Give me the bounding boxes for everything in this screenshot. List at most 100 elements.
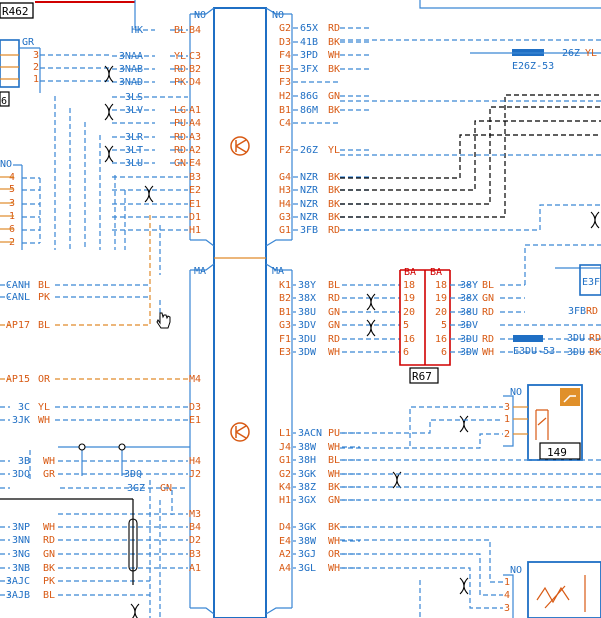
right-dv-sig: 3DU [567,347,585,358]
tr-wire-signal: 3FX [300,64,318,75]
br-wire-color: PU [328,428,340,439]
c149-pin-1: 1 [504,414,510,425]
tr-wire-signal: 26Z [300,145,318,156]
bl-wire-color: PK [43,576,55,587]
bl-wire-color: BL [43,590,55,601]
br-wire-signal: 38U [298,307,316,318]
br-wire-color: BL [328,455,340,466]
br-pin: K4 [279,482,291,493]
br-wire-color: BK [328,482,340,493]
tl-pin: B3 [189,172,201,183]
br-wire-color: GN [328,307,340,318]
left-mid-signal: 3C [18,402,30,413]
right-top-wire-col: YL [585,48,597,59]
tr-pin: F2 [279,145,291,156]
right-mid-signal: 38Y [460,280,478,291]
left-mid-signal: CANL [6,292,30,303]
gr-header: GR [22,37,35,48]
tr-pin: H3 [279,185,291,196]
tr-wire-signal: 41B [300,37,318,48]
tr-pin: D3 [279,37,291,48]
c149-header: NO [510,387,522,398]
tr-wire-color: BK [328,64,340,75]
br-wire-signal: 3GK [298,522,316,533]
br-wire-color: WH [328,536,340,547]
left-mid-signal: CANH [6,280,30,291]
tr-wire-signal: NZR [300,172,319,183]
br-pin: E4 [279,536,291,547]
tr-pin: H2 [279,91,291,102]
r67-header-right: BA [430,267,442,278]
tr-wire-color: BK [328,212,340,223]
tl-pin: E1 [189,199,201,210]
bl-wire-signal: 3AJC [6,576,30,587]
tl-pin: E4 [189,158,201,169]
tr-wire-color: RD [328,23,340,34]
tr-pin: G4 [279,172,291,183]
tr-pin: B1 [279,105,291,116]
left-no-header: NO [0,159,12,170]
tr-wire-signal: 3PD [300,50,318,61]
r67-component: BA BA R67 [399,267,451,384]
tr-pin: G2 [279,23,291,34]
right-mid-color: RD [482,307,494,318]
br-wire-color: BK [328,522,340,533]
bl-wire-signal: 3AJB [6,590,30,601]
br-wire-color: GN [328,495,340,506]
br-wire-signal: 3GL [298,563,316,574]
left-mid-pin: M4 [189,374,201,385]
bl-pin: M3 [189,509,201,520]
top-left-pin-rows: B4BLHKC3YL3NAAB2RD3NABD4PK3NAD3LSA1LG3LV… [112,25,201,236]
fb-sig: 3FB [568,306,586,317]
bl-wire-color: BK [43,563,55,574]
left-mid-signal: AP15 [6,374,30,385]
tr-pin: F4 [279,50,291,61]
c-bot-pin-3: 3 [504,603,510,614]
r462-box [0,2,34,19]
br-pin: L1 [279,428,291,439]
br-wire-color: OR [328,549,341,560]
left-mid-pin: E1 [189,415,201,426]
tr-pin: E3 [279,64,291,75]
r67-pin-right: 5 [441,320,447,331]
tr-pin: G3 [279,212,291,223]
splice-e26z-label: E26Z-53 [512,61,554,72]
tl-wire-signal: 3LV [125,105,143,116]
bl-wire-color: WH [43,456,55,467]
tr-wire-color: BK [328,37,340,48]
r67-pin-right: 20 [435,307,447,318]
br-pin: B2 [279,293,291,304]
br-pin: G3 [279,320,291,331]
left-box-frag: 6 [1,96,7,107]
gr-pin-2: 2 [33,62,39,73]
tl-pin: D1 [189,212,201,223]
r67-pin-left: 19 [403,293,415,304]
br-wire-signal: 3DW [298,347,317,358]
br-wire-signal: 38Y [298,280,316,291]
tl-pin: A2 [189,145,201,156]
tr-wire-color: BK [328,105,340,116]
right-du-sig: 3DU [567,333,585,344]
br-wire-color: WH [328,469,340,480]
tl-wire-signal: 3LT [125,145,143,156]
br-pin: F1 [279,334,291,345]
c-bot-pin-4: 4 [504,590,510,601]
tl-pin: E2 [189,185,201,196]
r67-pin-left: 6 [403,347,409,358]
r67-pin-right: 19 [435,293,447,304]
bl-wire-signal: 3DQ [12,469,30,480]
tl-pin: A4 [189,118,201,129]
r67-pin-right: 16 [435,334,447,345]
tl-pin: H1 [189,225,201,236]
tr-pin: H4 [279,199,291,210]
right-dv-col: BK [589,347,601,358]
tr-wire-signal: 65X [300,23,318,34]
br-wire-signal: 3DV [298,320,316,331]
bl-wire-color: WH [43,522,55,533]
r462-label: R462 [2,5,29,18]
r67-pin-left: 20 [403,307,415,318]
